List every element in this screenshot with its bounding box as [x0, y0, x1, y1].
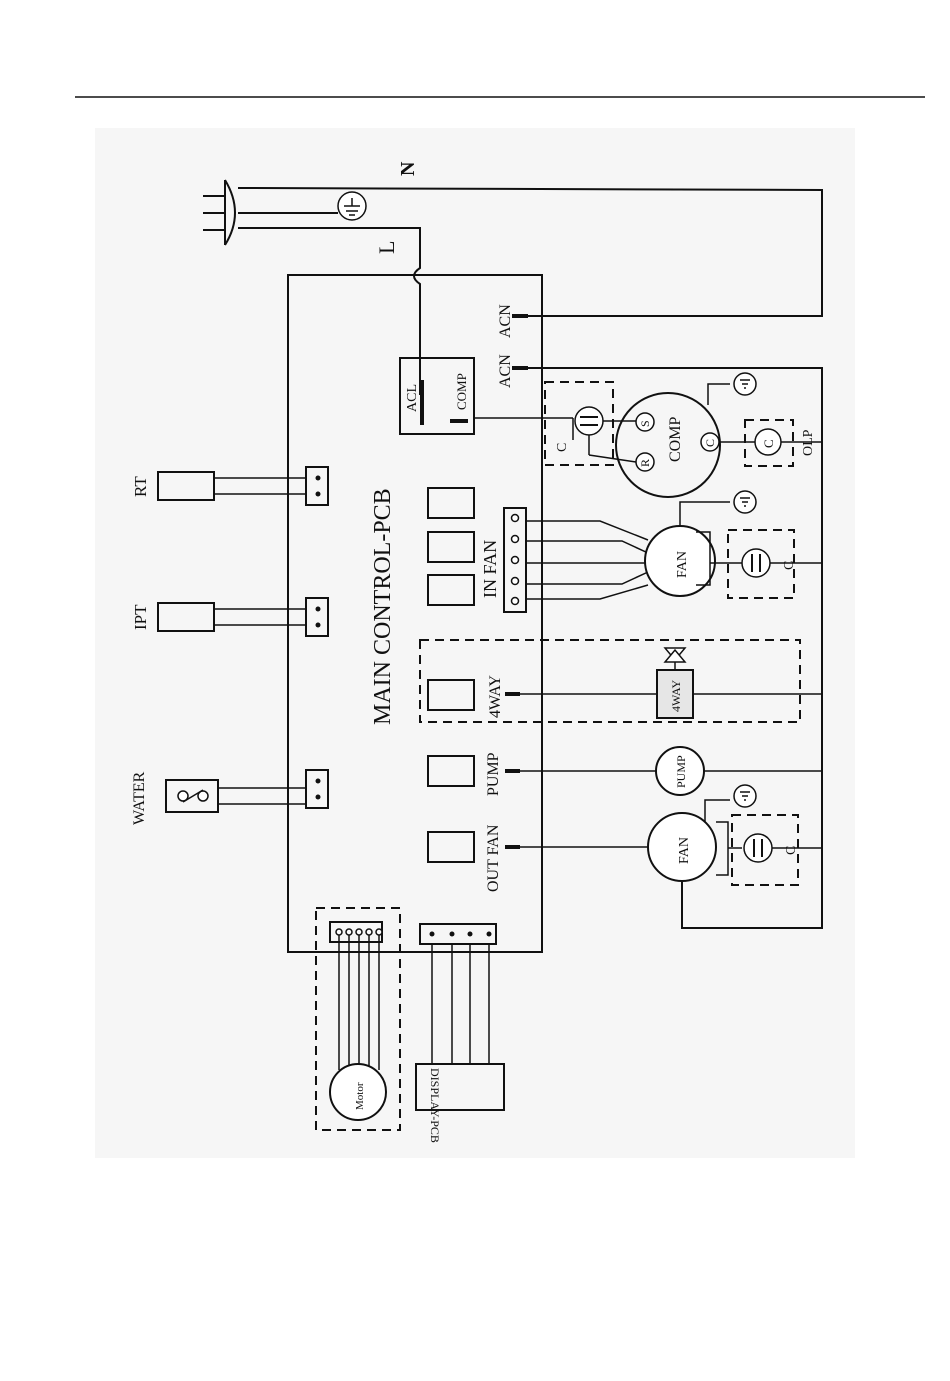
scan-area — [95, 128, 855, 1158]
pump-terminal-label: PUMP — [485, 752, 502, 796]
outdoor-fan-cap-label: C — [784, 846, 799, 855]
indoor-fan-cap-label: C — [782, 561, 797, 570]
relay-comp-label: COMP — [454, 373, 469, 410]
olp-c-label: C — [761, 439, 776, 448]
compressor-terminal-s: S — [636, 413, 654, 431]
main-board-label: MAIN CONTROL-PCB — [370, 488, 396, 725]
ipt-label: IPT — [131, 604, 150, 630]
svg-text:R: R — [638, 459, 652, 467]
svg-text:S: S — [638, 420, 652, 427]
four-way-terminal-label: 4WAY — [487, 675, 504, 718]
live-label: L — [374, 241, 399, 254]
acn-bottom-label: ACN — [497, 354, 514, 388]
indoor-fan-label: FAN — [675, 551, 690, 578]
outdoor-fan-capacitor-icon — [744, 834, 772, 862]
relay-acl-label: ACL — [405, 384, 420, 412]
neutral-label: N — [397, 161, 419, 176]
indoor-fan-ground-icon — [734, 491, 756, 513]
compressor-label: COMP — [667, 417, 684, 462]
acn-top-label: ACN — [497, 304, 514, 338]
compressor-ground-icon — [734, 373, 756, 395]
compressor-terminal-r: R — [636, 453, 654, 471]
four-way-valve-label: 4WAY — [669, 679, 683, 712]
motor-label: Motor — [354, 1082, 366, 1110]
compressor-terminal-c: C — [701, 433, 719, 451]
in-fan-label: IN FAN — [480, 540, 500, 598]
compressor-cap-label: C — [555, 443, 570, 452]
ground-icon — [338, 192, 366, 220]
display-label: DISPLAY-PCB — [428, 1068, 442, 1143]
svg-text:C: C — [703, 439, 717, 447]
indoor-fan-capacitor-icon — [742, 549, 770, 577]
outdoor-fan-label: FAN — [677, 837, 692, 864]
outdoor-fan-ground-icon — [734, 785, 756, 807]
pump-label: PUMP — [674, 755, 688, 788]
compressor-capacitor-icon — [575, 407, 603, 435]
olp-label: OLP — [801, 429, 816, 456]
out-fan-label: OUT FAN — [485, 824, 502, 892]
rt-label: RT — [131, 476, 150, 497]
water-label: WATER — [131, 771, 148, 825]
